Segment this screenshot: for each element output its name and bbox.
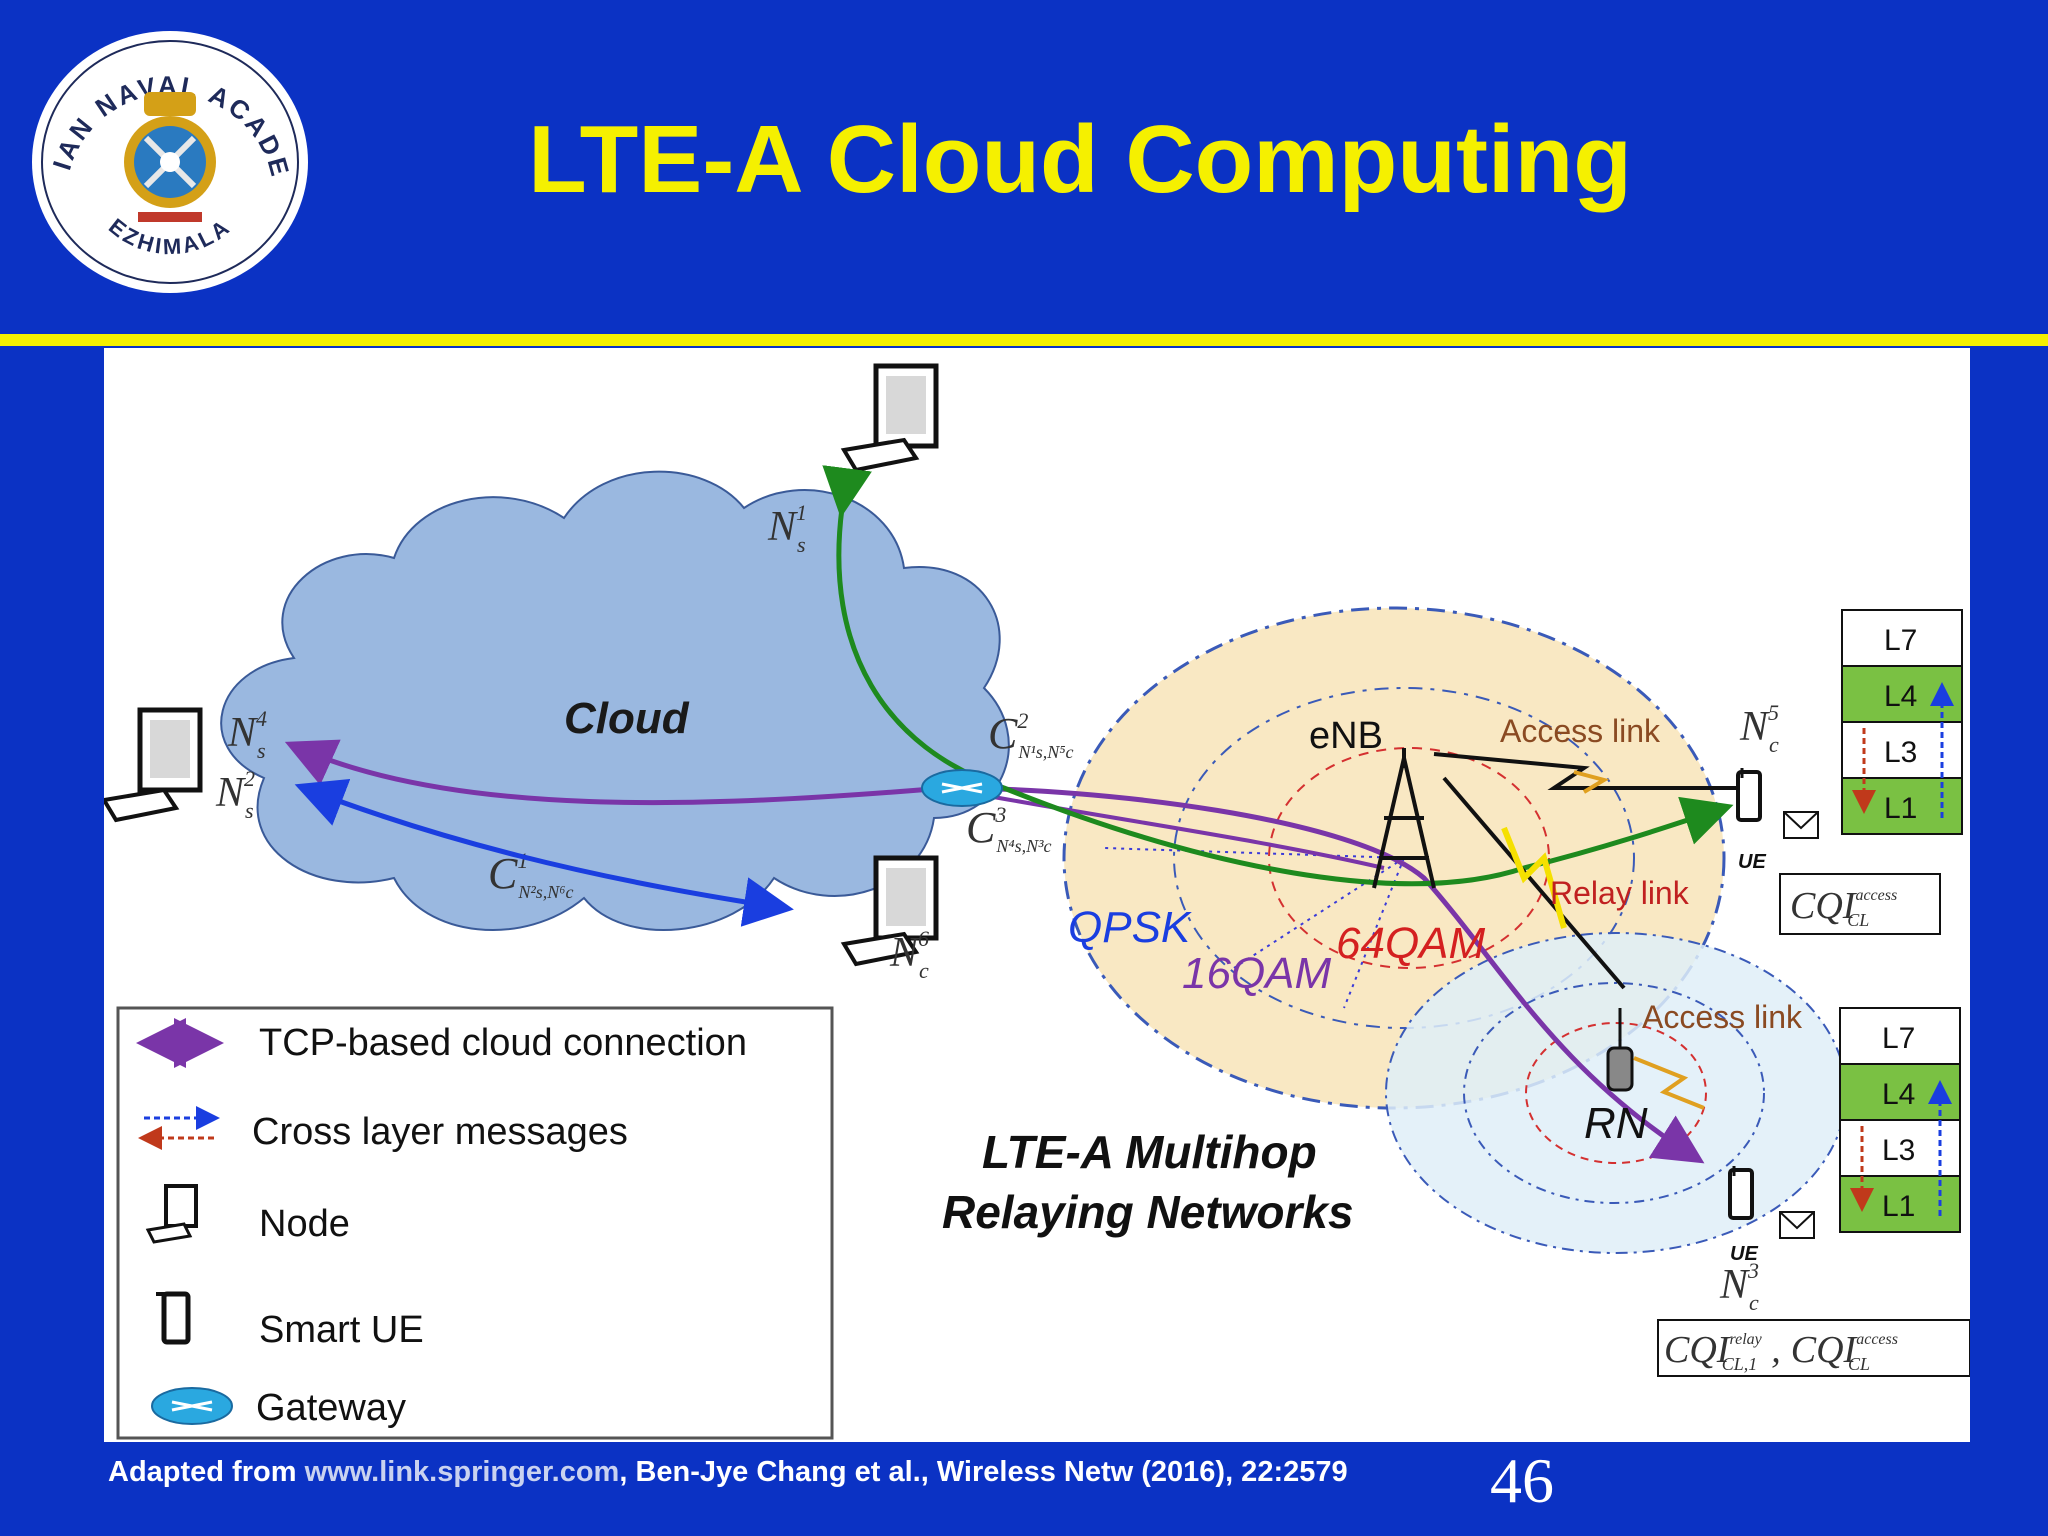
label-relay-link: Relay link <box>1550 875 1690 911</box>
protocol-stack-2: L7 L4 L3 L1 <box>1839 1007 1961 1233</box>
access-link-1-line <box>1433 752 1744 794</box>
slide-title: LTE-A Cloud Computing <box>528 106 1632 213</box>
node-ns4-icon <box>104 707 203 823</box>
stack-2-l4: L4 <box>1882 1078 1915 1111</box>
legend-tcp-label: TCP-based cloud connection <box>259 1022 747 1064</box>
network-title-line-1: LTE-A Multihop <box>982 1126 1317 1178</box>
citation-prefix: Adapted from <box>108 1456 305 1488</box>
cqi-2a-sup: relay <box>1729 1331 1762 1348</box>
cloud-link-c1 <box>294 779 794 927</box>
cqi-2b-sup: access <box>1856 1331 1898 1348</box>
relay-link-line <box>1442 776 1626 990</box>
label-16qam: 16QAM <box>1182 949 1332 998</box>
label-ue-2: UE <box>1730 1243 1758 1265</box>
label-64qam: 64QAM <box>1336 919 1486 968</box>
gateway-icon <box>921 769 1003 807</box>
envelope-1-icon <box>1783 811 1819 839</box>
rn-antenna-icon <box>1606 1008 1634 1092</box>
slide-header <box>0 0 2048 334</box>
rn-ring-mid <box>1463 982 1765 1204</box>
ue-1-icon <box>1736 768 1762 822</box>
rn-ring-inner <box>1525 1022 1707 1164</box>
legend-node-label: Node <box>259 1203 350 1245</box>
legend: TCP-based cloud connection Cross layer m… <box>116 1006 834 1440</box>
ue-2-icon <box>1728 1166 1754 1220</box>
enb-tower-icon <box>1372 748 1436 889</box>
label-access-link-1: Access link <box>1500 713 1661 749</box>
label-enb: eNB <box>1309 715 1383 757</box>
legend-cross-layer-label: Cross layer messages <box>252 1111 628 1153</box>
stack-2-l7: L7 <box>1882 1022 1915 1055</box>
citation-suffix: , Ben-Jye Chang et al., Wireless Netw (2… <box>619 1456 1348 1488</box>
legend-node-icon <box>145 1184 198 1244</box>
page-number: 46 <box>1490 1445 1554 1516</box>
label-ue-1: UE <box>1738 851 1766 873</box>
cqi-1-sup: access <box>1855 887 1897 904</box>
cqi-2b-main: CQI <box>1791 1329 1859 1371</box>
cqi-1-sub: CL <box>1847 910 1869 930</box>
label-qpsk: QPSK <box>1068 903 1192 952</box>
stack-2-l1: L1 <box>1882 1190 1915 1223</box>
label-rn: RN <box>1584 1099 1648 1148</box>
legend-smart-ue-label: Smart UE <box>259 1309 424 1351</box>
cqi-2-separator: , <box>1771 1329 1781 1371</box>
green-link-c2 <box>822 465 1734 887</box>
cloud-label: Cloud <box>564 694 690 743</box>
legend-gateway-label: Gateway <box>256 1387 406 1429</box>
stack-2-l3: L3 <box>1882 1134 1915 1167</box>
stack-1-l7: L7 <box>1884 624 1917 657</box>
stack-1-l1: L1 <box>1884 792 1917 825</box>
citation-link[interactable]: www.link.springer.com <box>304 1456 620 1488</box>
naval-academy-logo: INDIAN NAVAL ACADEMY EZHIMALA <box>28 28 308 293</box>
cqi-2a-main: CQI <box>1664 1329 1732 1371</box>
cqi-2b-sub: CL <box>1848 1354 1870 1374</box>
envelope-2-icon <box>1779 1211 1815 1239</box>
cqi-1-main: CQI <box>1790 885 1858 927</box>
network-title-line-2: Relaying Networks <box>942 1186 1354 1238</box>
source-citation: Adapted from www.link.springer.com, Ben-… <box>108 1456 1348 1489</box>
legend-cross-layer-icon <box>138 1106 220 1150</box>
legend-smart-ue-icon <box>156 1291 191 1345</box>
cqi-2a-sub: CL,1 <box>1722 1354 1758 1374</box>
node-ns1-icon <box>840 363 939 473</box>
naval-crest-icon <box>124 92 216 222</box>
header-divider <box>0 334 2048 346</box>
access-link-2-line <box>1633 1056 1705 1110</box>
protocol-stack-1: L7 L4 L3 L1 <box>1841 609 1963 835</box>
label-access-link-2: Access link <box>1642 999 1803 1035</box>
stack-1-l3: L3 <box>1884 736 1917 769</box>
stack-1-l4: L4 <box>1884 680 1917 713</box>
legend-gateway-icon <box>151 1387 233 1425</box>
